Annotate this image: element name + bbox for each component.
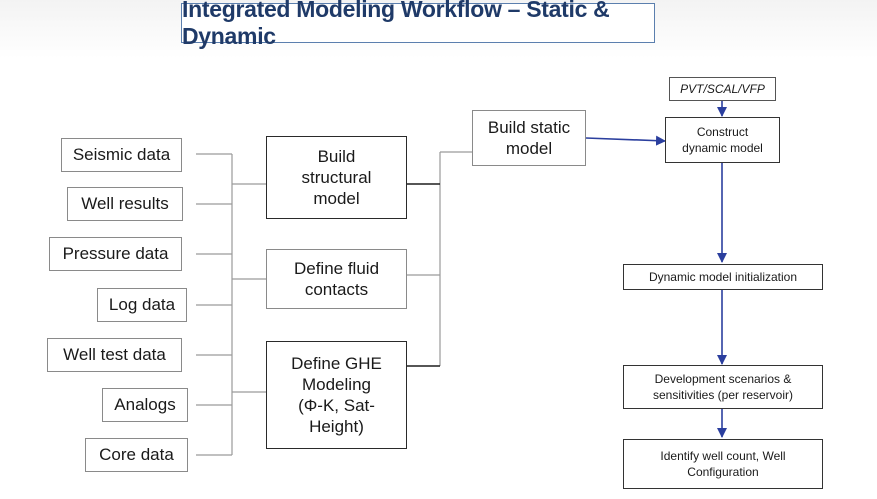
process-build-static-model: Build static model bbox=[472, 110, 586, 166]
input-pvt-scal-vfp: PVT/SCAL/VFP bbox=[669, 77, 776, 101]
arrow-static-to-dynamic bbox=[585, 135, 666, 146]
input-well-test-data: Well test data bbox=[47, 338, 182, 372]
input-seismic-data: Seismic data bbox=[61, 138, 182, 172]
process-build-structural-model: Build structural model bbox=[266, 136, 407, 219]
step-construct-dynamic-model: Construct dynamic model bbox=[665, 117, 780, 163]
input-log-data: Log data bbox=[97, 288, 187, 322]
input-core-data: Core data bbox=[85, 438, 188, 472]
input-well-results: Well results bbox=[67, 187, 183, 221]
input-pressure-data: Pressure data bbox=[49, 237, 182, 271]
diagram-title: Integrated Modeling Workflow – Static & … bbox=[181, 0, 655, 49]
input-analogs: Analogs bbox=[102, 388, 188, 422]
step-dynamic-model-initialization: Dynamic model initialization bbox=[623, 264, 823, 290]
step-development-scenarios: Development scenarios & sensitivities (p… bbox=[623, 365, 823, 409]
process-define-fluid-contacts: Define fluid contacts bbox=[266, 249, 407, 309]
process-define-ghe-modeling: Define GHE Modeling (Φ-K, Sat- Height) bbox=[266, 341, 407, 449]
step-identify-well-count: Identify well count, Well Configuration bbox=[623, 439, 823, 489]
